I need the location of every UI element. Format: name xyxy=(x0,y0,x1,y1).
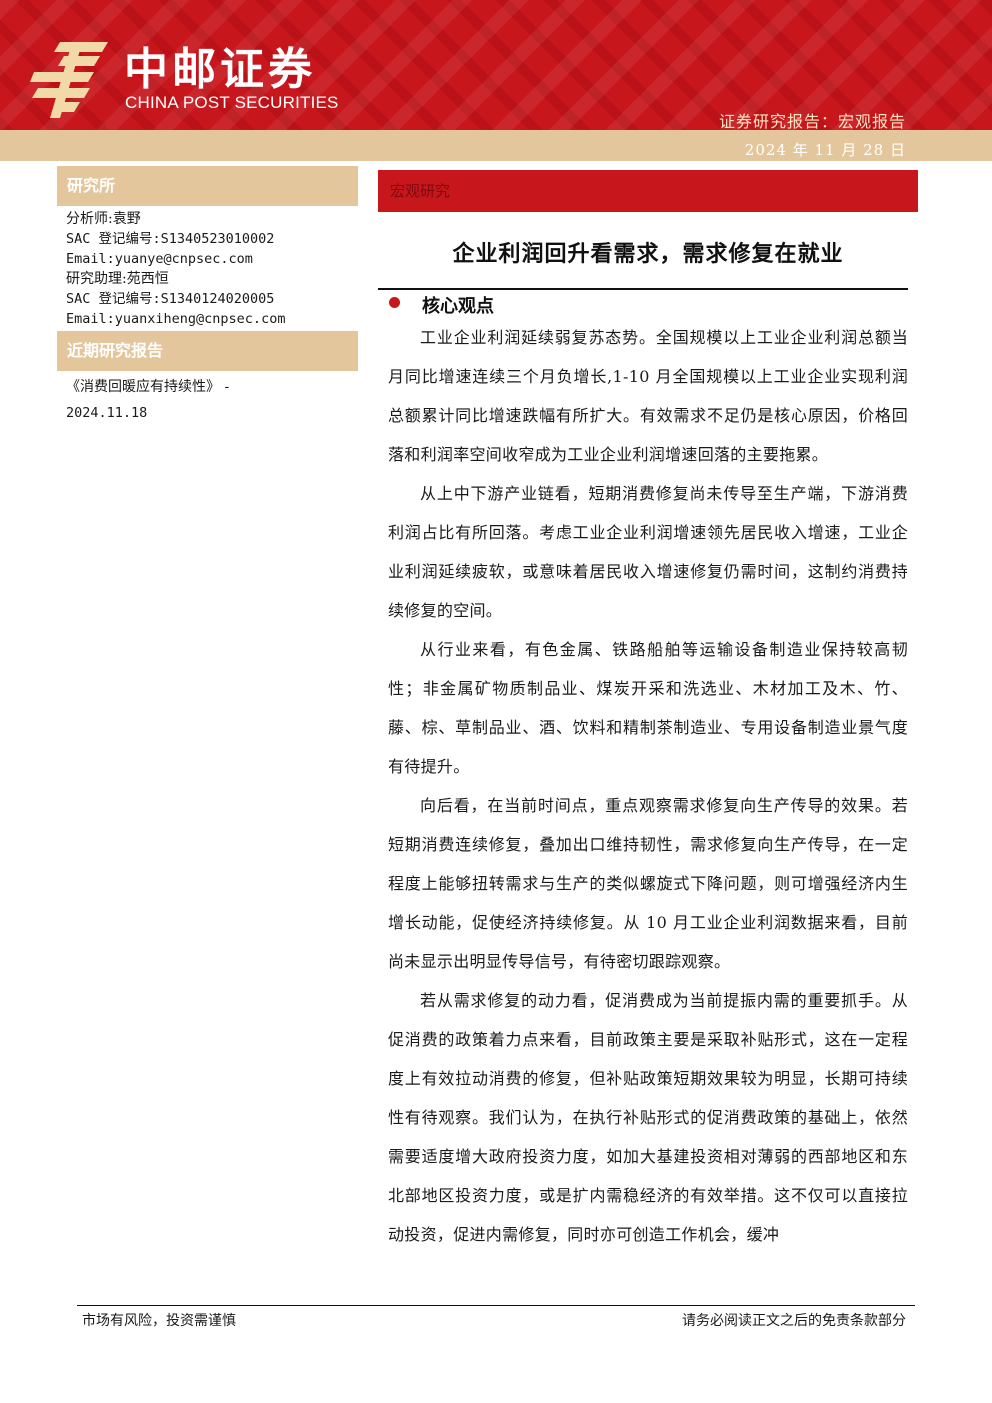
brand-name-en: CHINA POST SECURITIES xyxy=(125,93,339,112)
analyst-email[interactable]: Email:yuanye@cnpsec.com xyxy=(66,251,253,267)
category-label: 宏观研究 xyxy=(390,182,451,200)
section-bullet-icon xyxy=(389,297,400,308)
assistant-name: 研究助理:苑西恒 xyxy=(66,271,169,287)
date-bar xyxy=(0,130,992,161)
assistant-sac-number: SAC 登记编号:S1340124020005 xyxy=(66,291,275,307)
report-date: 2024 年 11 月 28 日 xyxy=(744,141,906,159)
china-post-logo-icon xyxy=(30,42,108,118)
banner-pattern xyxy=(0,0,992,130)
category-bar xyxy=(378,170,918,212)
report-title: 企业利润回升看需求，需求修复在就业 xyxy=(452,241,844,267)
brand-name-cn: 中邮证券 xyxy=(124,44,316,95)
disclaimer-notice: 请务必阅读正文之后的免责条款部分 xyxy=(682,1313,906,1329)
report-body: 工业企业利润延续弱复苏态势。全国规模以上工业企业利润总额当月同比增速连续三个月负… xyxy=(388,318,908,1254)
paragraph: 若从需求修复的动力看，促消费成为当前提振内需的重要抓手。从促消费的政策着力点来看… xyxy=(388,991,908,1244)
paragraph: 从行业来看，有色金属、铁路船舶等运输设备制造业保持较高韧性；非金属矿物质制品业、… xyxy=(388,640,908,776)
footer-divider xyxy=(77,1305,915,1306)
section-heading: 核心观点 xyxy=(422,296,494,317)
paragraph: 工业企业利润延续弱复苏态势。全国规模以上工业企业利润总额当月同比增速连续三个月负… xyxy=(388,328,908,464)
risk-notice: 市场有风险，投资需谨慎 xyxy=(82,1313,236,1329)
report-type: 证券研究报告：宏观报告 xyxy=(718,112,906,130)
header-banner: 中邮证券 CHINA POST SECURITIES 证券研究报告：宏观报告 xyxy=(0,0,992,130)
analyst-sac-number: SAC 登记编号:S1340523010002 xyxy=(66,231,275,247)
title-divider xyxy=(378,288,908,290)
analyst-name: 分析师:袁野 xyxy=(66,211,141,227)
recent-report-date: 2024.11.18 xyxy=(66,405,148,421)
paragraph: 向后看，在当前时间点，重点观察需求修复向生产传导的效果。若短期消费连续修复，叠加… xyxy=(388,796,908,971)
assistant-email[interactable]: Email:yuanxiheng@cnpsec.com xyxy=(66,311,286,327)
paragraph: 从上中下游产业链看，短期消费修复尚未传导至生产端，下游消费利润占比有所回落。考虑… xyxy=(388,484,908,620)
institute-heading: 研究所 xyxy=(57,166,358,206)
recent-reports-heading: 近期研究报告 xyxy=(57,331,358,371)
recent-report-title[interactable]: 《消费回暖应有持续性》 - xyxy=(66,379,230,395)
